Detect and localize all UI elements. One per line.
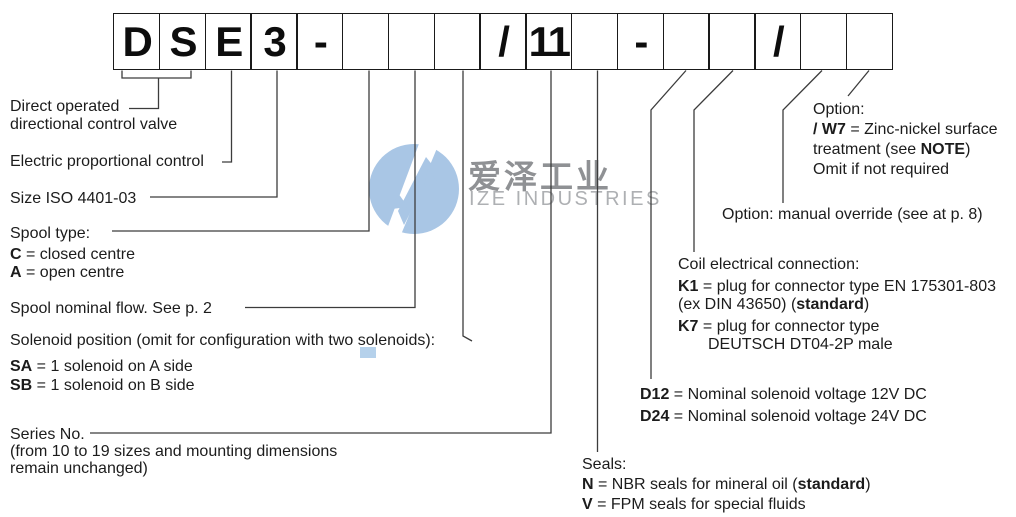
label-coil-title: Coil electrical connection:	[678, 256, 860, 273]
label-coil-k7-line2: DEUTSCH DT04-2P male	[708, 336, 893, 353]
label-spool-flow: Spool nominal flow. See p. 2	[10, 300, 212, 317]
label-series-note1: (from 10 to 19 sizes and mounting dimens…	[10, 443, 338, 460]
code-box-9: 11	[525, 13, 573, 70]
label-voltage-d24: D24 = Nominal solenoid voltage 24V DC	[640, 408, 927, 425]
label-spool-type-option-c: C = closed centre	[10, 246, 135, 263]
label-seals-option-n: N = NBR seals for mineral oil (standard)	[582, 476, 871, 493]
label-series-note2: remain unchanged)	[10, 460, 148, 477]
label-size: Size ISO 4401-03	[10, 190, 137, 207]
label-w7-line3: Omit if not required	[813, 161, 950, 178]
label-spool-type-option-a: A = open centre	[10, 264, 125, 281]
label-seals-title: Seals:	[582, 456, 627, 473]
label-electric-control: Electric proportional control	[10, 153, 204, 170]
label-solenoid-option-sa: SA = 1 solenoid on A side	[10, 358, 193, 375]
label-spool-type-title: Spool type:	[10, 225, 91, 242]
label-voltage-d12: D12 = Nominal solenoid voltage 12V DC	[640, 386, 927, 403]
code-box-1: S	[158, 13, 207, 70]
code-box-0: D	[113, 13, 161, 70]
label-coil-k1: K1 = plug for connector type EN 175301-8…	[678, 278, 996, 295]
label-direct-operated-line1: Direct operated	[10, 98, 120, 115]
model-code-boxes: D S E 3 - / 11 - /	[113, 13, 894, 70]
ize-logo-icon	[369, 143, 459, 235]
label-w7-title: Option:	[813, 101, 865, 118]
label-solenoid-option-sb: SB = 1 solenoid on B side	[10, 377, 195, 394]
watermark-latin-text: IZE INDUSTRIES	[469, 188, 662, 210]
label-series-title: Series No.	[10, 426, 85, 443]
label-coil-k7: K7 = plug for connector type	[678, 318, 880, 335]
label-manual-override: Option: manual override (see at p. 8)	[722, 206, 983, 223]
label-seals-option-v: V = FPM seals for special fluids	[582, 496, 806, 513]
label-w7-code: / W7 = Zinc-nickel surface	[813, 121, 998, 138]
label-w7-line2: treatment (see NOTE)	[813, 141, 971, 158]
watermark-artifact	[360, 347, 376, 358]
code-box-16	[845, 13, 894, 70]
label-direct-operated-line2: directional control valve	[10, 116, 178, 133]
watermark-cjk-text: 爱泽工业	[468, 158, 612, 195]
label-solenoid-position-title: Solenoid position (omit for configuratio…	[10, 332, 436, 349]
label-coil-k1-note: (ex DIN 43650) (standard)	[678, 296, 870, 313]
